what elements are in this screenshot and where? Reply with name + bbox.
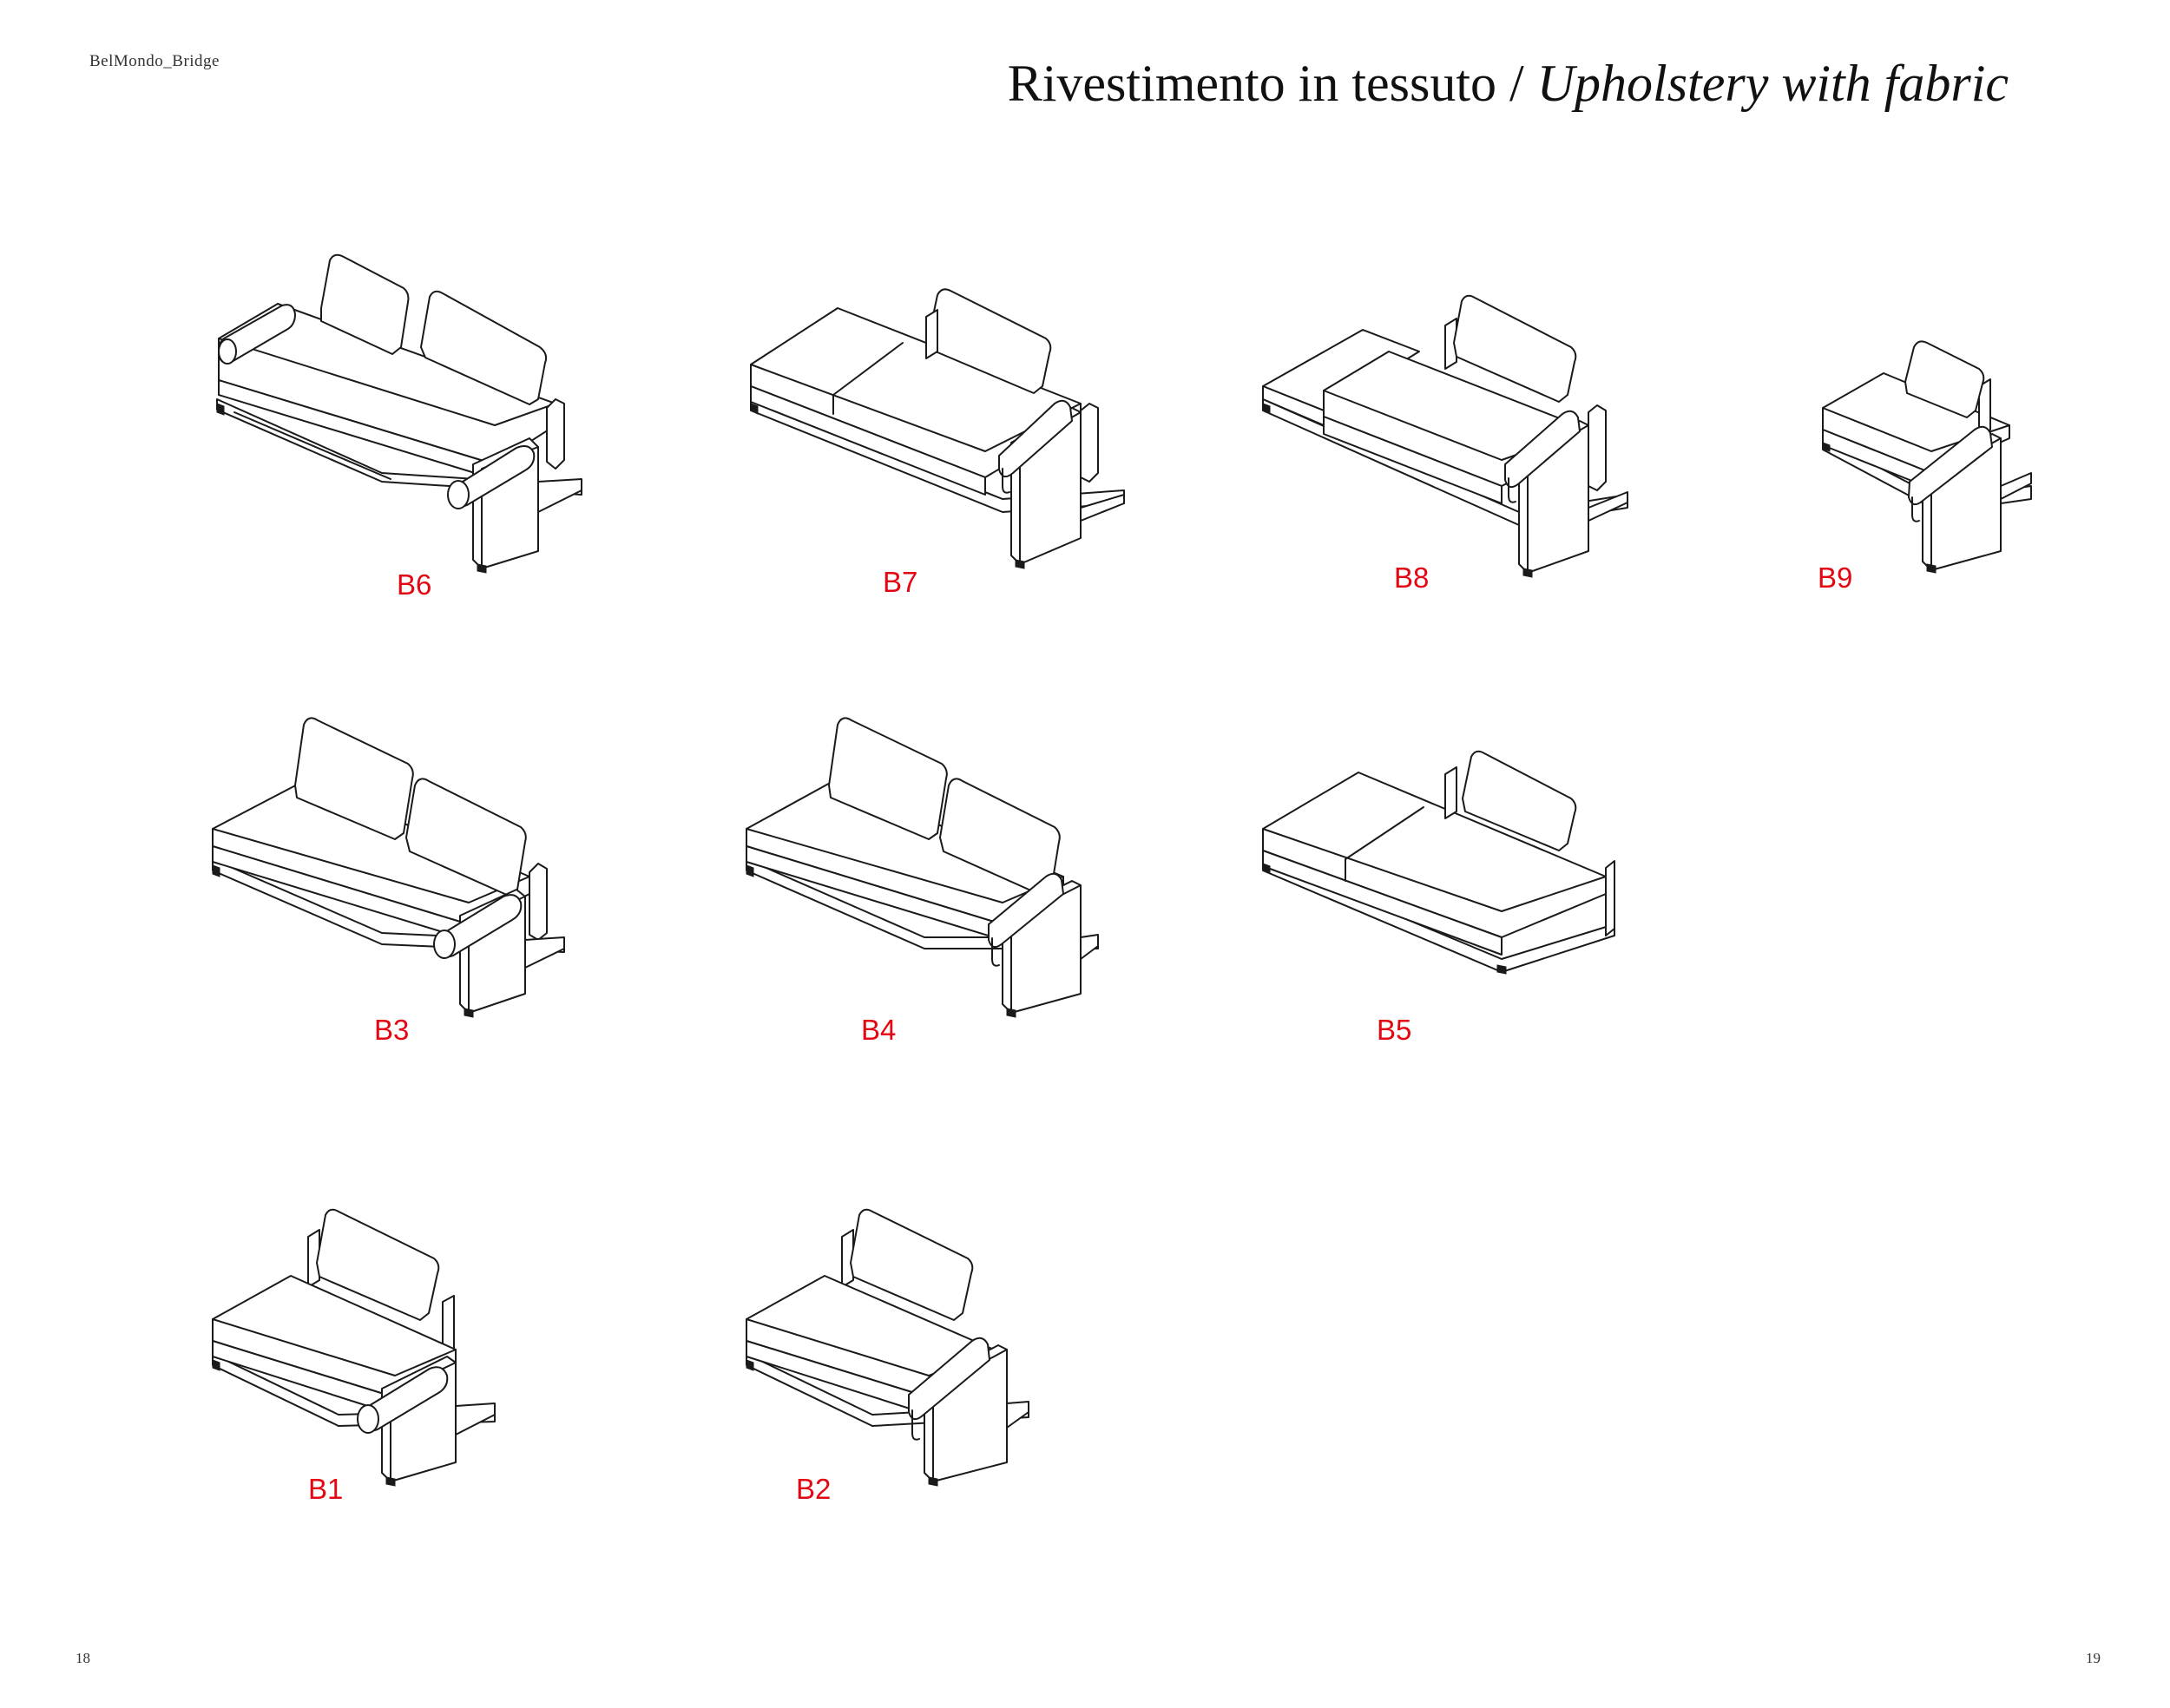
module-b5: B5: [1259, 750, 1623, 1046]
module-label-b6: B6: [397, 568, 432, 601]
module-label-b7: B7: [883, 566, 918, 598]
module-b3: B3: [208, 707, 573, 1046]
page-title: Rivestimento in tessuto / Upholstery wit…: [1008, 54, 2009, 114]
module-b8: B8: [1259, 294, 1632, 594]
sofa-b1-drawing: [212, 1208, 496, 1487]
module-label-b1: B1: [308, 1473, 344, 1505]
sofa-b4-drawing: [746, 717, 1099, 1018]
page-number-left: 18: [76, 1650, 90, 1666]
sofa-b7-drawing: [750, 288, 1125, 569]
module-b2: B2: [742, 1208, 1037, 1510]
sofa-b8-drawing: [1262, 294, 1628, 578]
title-english: Upholstery with fabric: [1536, 55, 2009, 112]
brand-name: BelMondo_Bridge: [89, 52, 220, 70]
module-label-b2: B2: [796, 1473, 832, 1505]
module-label-b4: B4: [861, 1014, 897, 1046]
module-b9: B9: [1818, 340, 2040, 594]
module-label-b8: B8: [1394, 562, 1430, 594]
module-b7: B7: [742, 288, 1133, 598]
module-label-b5: B5: [1377, 1014, 1412, 1046]
sofa-b9-drawing: [1822, 340, 2032, 574]
module-label-b9: B9: [1818, 562, 1853, 594]
module-label-b3: B3: [374, 1014, 410, 1046]
module-b6: B6: [208, 252, 590, 601]
sofa-b3-drawing: [212, 717, 565, 1018]
sofa-b2-drawing: [746, 1208, 1029, 1487]
page-number-right: 19: [2086, 1650, 2101, 1666]
module-b4: B4: [742, 707, 1107, 1046]
title-italian: Rivestimento in tessuto /: [1007, 55, 1537, 112]
sofa-b5-drawing: [1262, 750, 1615, 975]
sofa-b6-drawing: [216, 253, 582, 574]
module-b1: B1: [208, 1208, 503, 1510]
